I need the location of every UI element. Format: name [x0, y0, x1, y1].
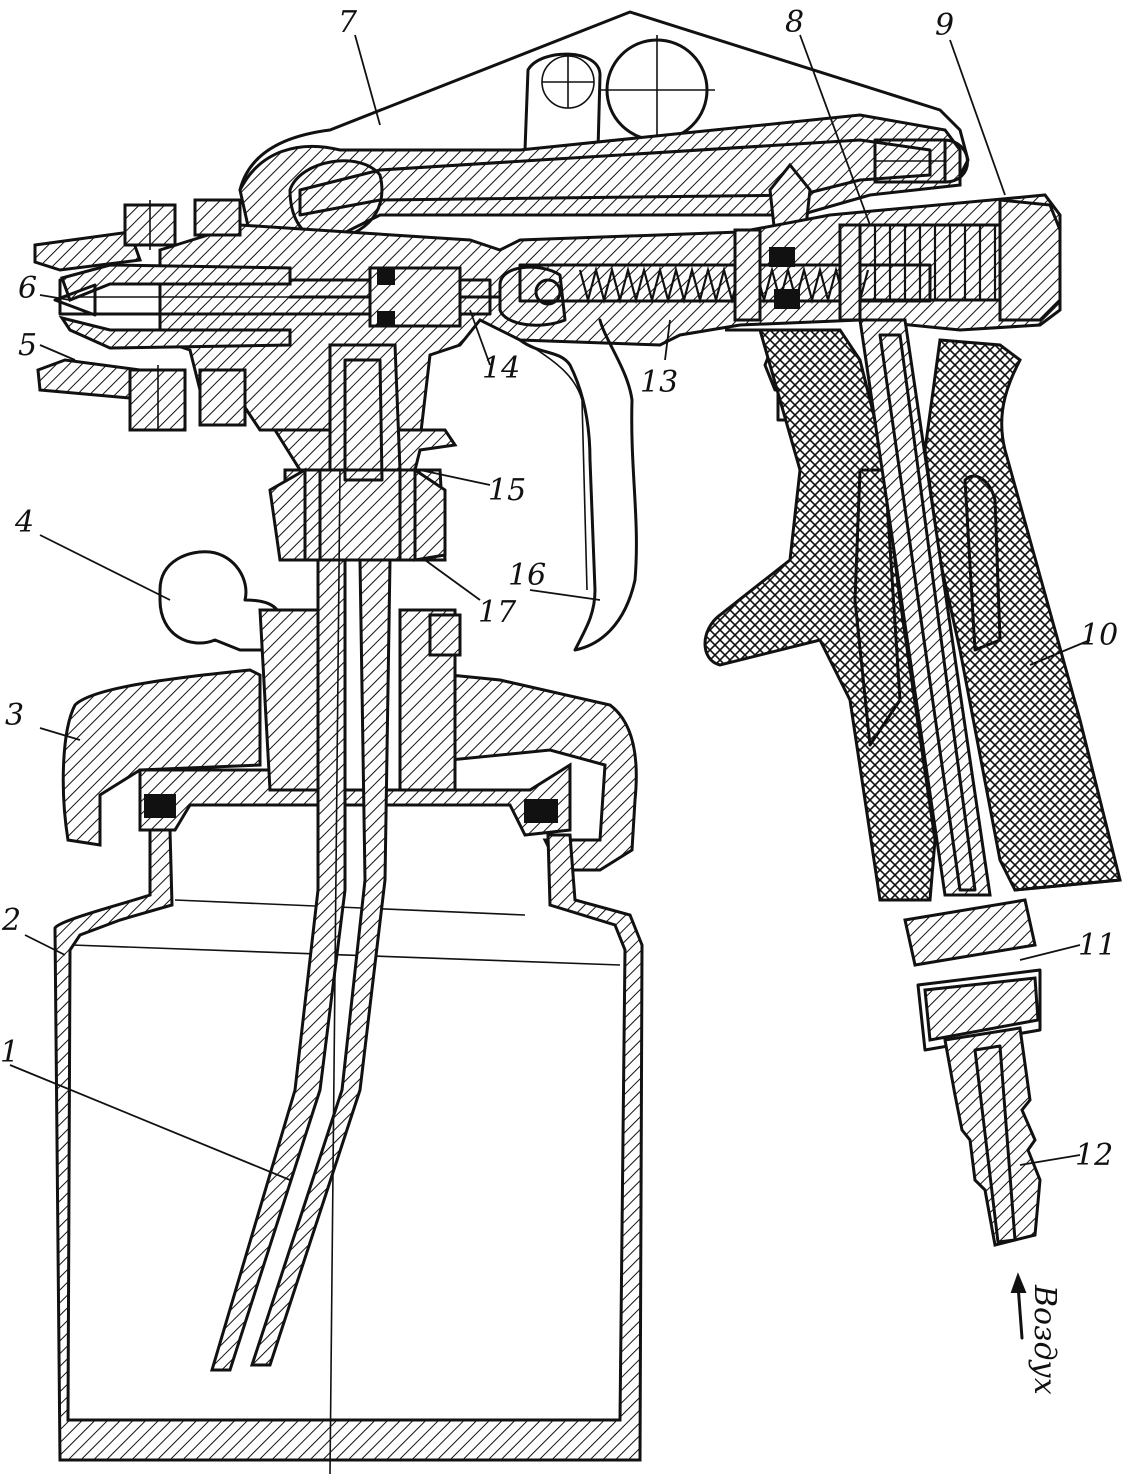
label-15: 15 — [488, 473, 526, 508]
label-8: 8 — [785, 5, 804, 40]
label-14: 14 — [482, 351, 520, 386]
air-inlet-fitting — [903, 898, 1042, 1247]
label-17: 17 — [478, 595, 517, 630]
label-2: 2 — [1, 903, 21, 938]
label-10: 10 — [1080, 618, 1118, 653]
label-9: 9 — [935, 8, 954, 43]
fluid-connection — [268, 343, 458, 562]
label-13: 13 — [640, 365, 678, 400]
label-11: 11 — [1078, 928, 1116, 963]
container-lid — [61, 550, 638, 872]
part-labels: 1 2 3 4 5 6 7 8 9 10 11 12 13 14 15 16 1… — [0, 5, 1118, 1395]
paint-container — [53, 828, 644, 1462]
trigger — [518, 318, 638, 652]
siphon-tube — [209, 469, 392, 1474]
label-1: 1 — [0, 1035, 19, 1070]
label-7: 7 — [338, 5, 358, 40]
label-16: 16 — [508, 558, 546, 593]
leader-lines — [9, 34, 1091, 1340]
needle-assembly — [288, 198, 1062, 422]
label-5: 5 — [18, 328, 37, 363]
label-6: 6 — [18, 271, 37, 306]
handle — [703, 318, 1122, 902]
air-label: Воздух — [1027, 1284, 1062, 1395]
label-4: 4 — [14, 505, 34, 540]
air-cap-and-nozzle — [33, 198, 292, 432]
label-12: 12 — [1075, 1138, 1113, 1173]
label-3: 3 — [5, 698, 24, 733]
